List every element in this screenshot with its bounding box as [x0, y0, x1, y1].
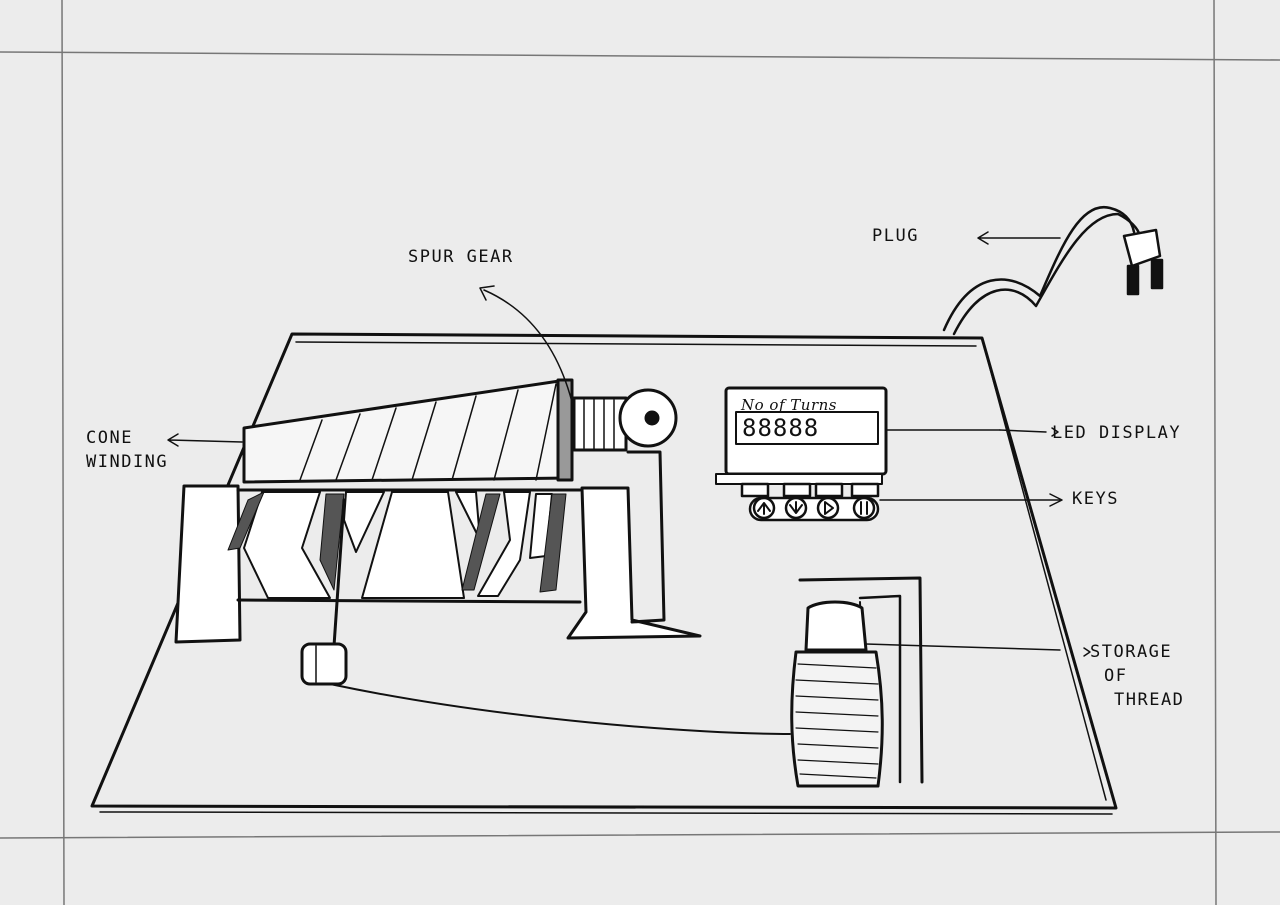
cone-winding-label-line-2: WINDING: [86, 450, 168, 474]
storage-label-line-2: OF: [1090, 664, 1184, 688]
cone-winding-label: CONE WINDING: [86, 426, 168, 474]
thread-storage: [792, 578, 1060, 786]
key-down-button[interactable]: [786, 498, 806, 518]
cone-winding-label-line-1: CONE: [86, 426, 168, 450]
spur-gear: [574, 390, 676, 450]
key-pause-button[interactable]: [854, 498, 874, 518]
display-digits: 88888: [742, 414, 819, 442]
plug-assembly: [944, 207, 1162, 334]
key-play-button[interactable]: [818, 498, 838, 518]
storage-label-line-3: THREAD: [1090, 688, 1184, 712]
plug-label: PLUG: [872, 224, 919, 248]
storage-label-line-1: STORAGE: [1090, 640, 1184, 664]
led-display-label: LED DISPLAY: [1052, 421, 1181, 445]
plug-icon: [1124, 230, 1162, 294]
spur-gear-label: SPUR GEAR: [408, 245, 514, 269]
key-up-button[interactable]: [754, 498, 774, 518]
storage-of-thread-label: STORAGE OF THREAD: [1090, 640, 1184, 712]
cone-winding-drum: [244, 380, 572, 482]
keys-label: KEYS: [1072, 487, 1119, 511]
